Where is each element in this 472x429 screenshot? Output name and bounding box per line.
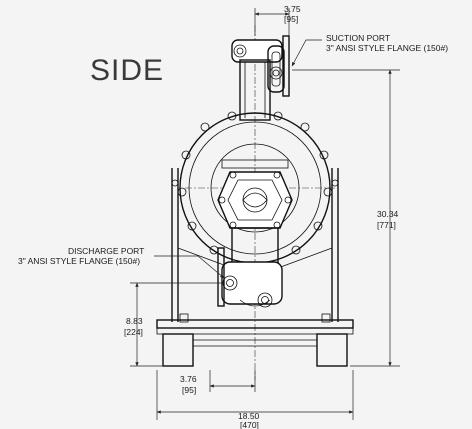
view-title: SIDE bbox=[90, 54, 164, 87]
dim-height-in: 30.34 bbox=[377, 209, 399, 219]
dim-base-width-in: 18.50 bbox=[238, 411, 260, 421]
dim-discharge-height-mm: [224] bbox=[124, 327, 143, 337]
dim-base-width-mm: [470] bbox=[240, 420, 259, 429]
dim-top-width-mm: [95] bbox=[284, 14, 298, 24]
dim-height-mm: [771] bbox=[377, 220, 396, 230]
pump-body bbox=[156, 25, 354, 380]
dim-top-width-in: 3.75 bbox=[284, 4, 301, 14]
dim-bottom-offset-in: 3.76 bbox=[180, 374, 197, 384]
discharge-flange-label: 3" ANSI STYLE FLANGE (150#) bbox=[18, 256, 140, 266]
housing-bolts bbox=[177, 111, 333, 255]
dim-bottom-offset-mm: [95] bbox=[182, 385, 196, 395]
suction-flange-label: 3" ANSI STYLE FLANGE (150#) bbox=[326, 43, 448, 53]
discharge-port-label: DISCHARGE PORT bbox=[68, 246, 144, 256]
suction-port-label: SUCTION PORT bbox=[326, 33, 390, 43]
dim-discharge-height-in: 8.83 bbox=[126, 316, 143, 326]
dimension-lines bbox=[130, 8, 400, 420]
